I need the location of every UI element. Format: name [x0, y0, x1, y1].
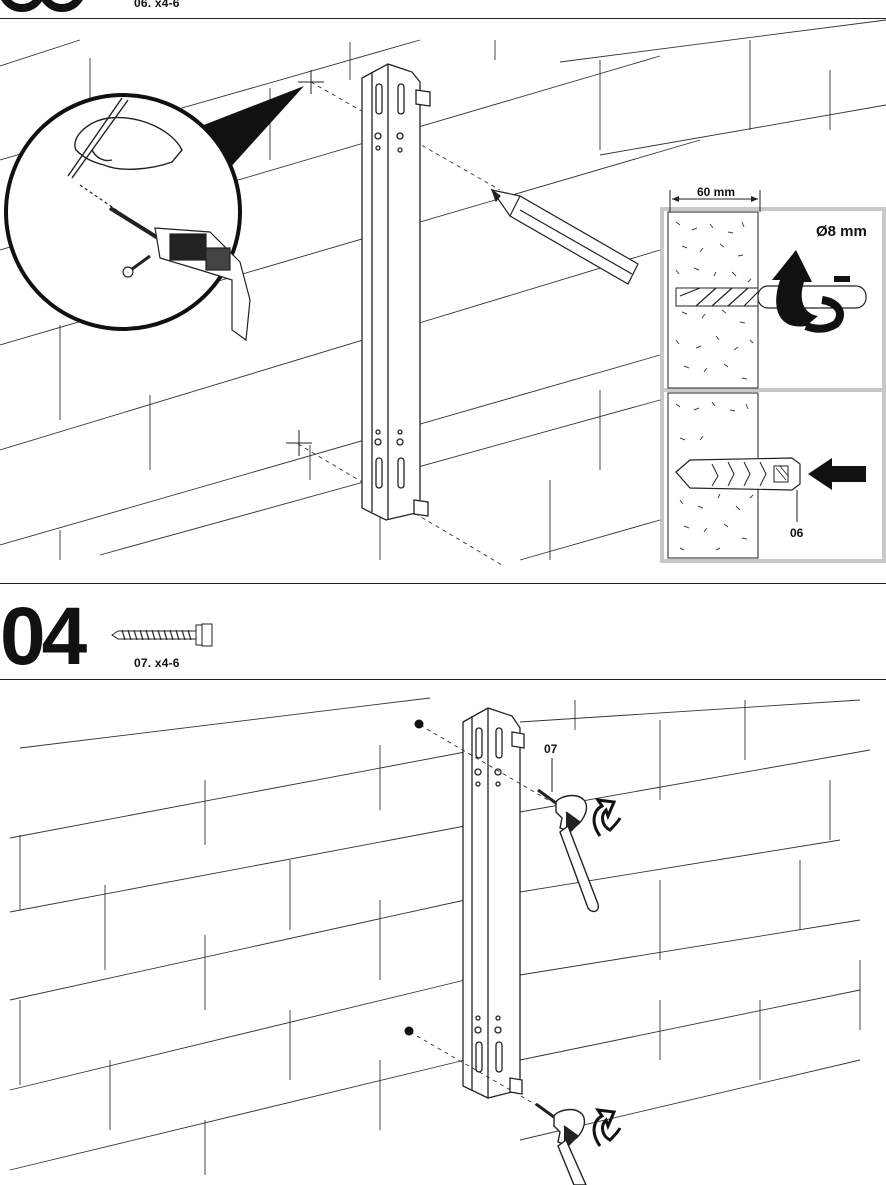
- drill-depth-label: 60 mm: [697, 185, 736, 199]
- drill-detail-panel: [660, 190, 886, 563]
- rotate-arrow-top: [592, 798, 622, 837]
- mark-crosshair-top: [298, 70, 324, 94]
- divider-top: [0, 18, 886, 19]
- divider-step-04: [0, 583, 886, 584]
- rotate-arrow-icon: [772, 250, 818, 327]
- wall-plug-icon: [675, 457, 801, 491]
- pencil-icon: [490, 188, 639, 285]
- push-arrow-icon: [808, 458, 866, 490]
- screw-callout: 07: [544, 742, 558, 756]
- wall-plug-callout: 06: [790, 526, 804, 540]
- rotate-arrow-bottom: [592, 1108, 622, 1147]
- prev-step-number-fragment: [1, 0, 83, 12]
- wrench-icon-bottom: [535, 1102, 587, 1185]
- wall-bracket-2: [462, 707, 525, 1099]
- screw-icon: [111, 623, 213, 647]
- mark-crosshair-bottom: [286, 430, 312, 456]
- hammer-drill-icon: [79, 184, 251, 342]
- divider-step-04-bottom: [0, 679, 886, 680]
- wall-hole-top: [414, 719, 424, 729]
- prev-part-label: 06. x4-6: [134, 0, 180, 10]
- brick-wall-2: [9, 697, 871, 1175]
- wall-bracket: [361, 63, 431, 521]
- wrench-icon-top: [537, 758, 600, 913]
- magnifier-circle: [4, 93, 242, 331]
- drilling-illustration: [0, 19, 886, 566]
- hand-with-pencil-icon: [67, 97, 183, 179]
- screw-part-label: 07. x4-6: [134, 656, 180, 670]
- drill-diameter-label: Ø8 mm: [816, 223, 867, 240]
- screwing-illustration: [9, 697, 871, 1185]
- step-number: 04: [0, 591, 87, 682]
- wall-hole-bottom: [404, 1026, 414, 1036]
